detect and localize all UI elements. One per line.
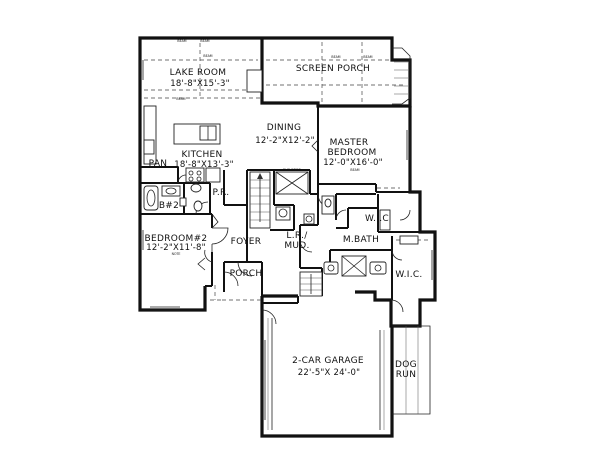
dog-run xyxy=(392,325,431,415)
kitchen-name: KITCHEN xyxy=(181,150,222,160)
bath-fixtures xyxy=(143,183,203,212)
svg-text:NOTE: NOTE xyxy=(172,252,181,256)
screen-porch-name: SCREEN PORCH xyxy=(296,64,370,74)
pr-name: P.R. xyxy=(213,188,230,198)
porch-steps xyxy=(392,47,411,105)
door-swings xyxy=(177,174,411,325)
dog-run-name-2: RUN xyxy=(396,370,416,380)
pan-name: PAN xyxy=(149,159,168,169)
bath2-name: B#2 xyxy=(159,201,179,211)
svg-text:BEAM: BEAM xyxy=(177,39,186,43)
laundry-name-2: MUD. xyxy=(284,241,309,251)
lake-room-name: LAKE ROOM xyxy=(170,68,227,78)
master-bedroom-dim: 12'-0"X16'-0" xyxy=(323,158,383,168)
kitchen-dim: 18'-8"X13'-3" xyxy=(174,160,234,170)
svg-text:BEAM: BEAM xyxy=(363,55,372,59)
wic1-name: W.I.C xyxy=(365,214,389,224)
room-labels: LAKE ROOM 18'-8"X15'-3" SCREEN PORCH DIN… xyxy=(145,64,423,380)
lake-room-dim: 18'-8"X15'-3" xyxy=(170,79,230,89)
garage-name: 2-CAR GARAGE xyxy=(292,356,364,366)
wic2-name: W.I.C. xyxy=(395,270,422,280)
window-marks xyxy=(139,60,436,430)
svg-text:BEAM: BEAM xyxy=(203,54,212,58)
kitchen-fixtures xyxy=(143,105,221,183)
svg-text:BEAM: BEAM xyxy=(331,55,340,59)
laundry-name-1: L.R./ xyxy=(286,231,308,241)
dining-name: DINING xyxy=(267,123,301,133)
m-bath-name: M.BATH xyxy=(343,235,379,245)
svg-text:BEAM: BEAM xyxy=(350,168,359,172)
dining-dim: 12'-2"X12'-2" xyxy=(255,136,315,146)
porch-name: PORCH xyxy=(230,269,263,279)
overhead-lines xyxy=(144,42,428,301)
master-bedroom-name-1: MASTER xyxy=(330,138,369,148)
stairs-elevator: ELEVATOR xyxy=(249,168,323,297)
master-bath-fixtures xyxy=(321,195,419,277)
master-bedroom-name-2: BEDROOM xyxy=(327,148,376,158)
elevator-label: ELEVATOR xyxy=(283,168,302,172)
svg-text:BEAM: BEAM xyxy=(176,97,185,101)
dog-run-name-1: DOG xyxy=(395,360,417,370)
foyer-name: FOYER xyxy=(231,237,262,247)
bedroom2-name: BEDROOM#2 xyxy=(145,234,208,244)
garage-dim: 22'-5"X 24'-0" xyxy=(298,368,360,378)
beam-notes: BEAM BEAM BEAM BEAM BEAM BEAM BEAM NOTE xyxy=(172,39,373,256)
svg-text:BEAM: BEAM xyxy=(200,39,209,43)
bedroom2-dim: 12'-2"X11'-8" xyxy=(146,243,206,253)
